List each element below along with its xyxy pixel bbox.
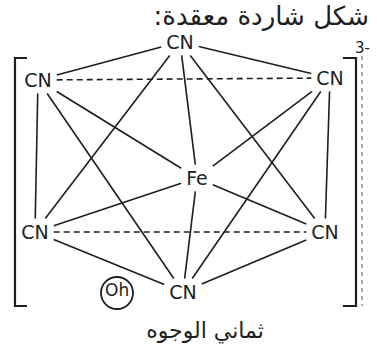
bond-line [213, 185, 306, 224]
symmetry-circle [101, 277, 133, 309]
bond-line [35, 93, 37, 218]
bond-line [199, 46, 312, 73]
margin-line [362, 56, 363, 306]
ligand-label: CN [163, 31, 196, 54]
bond-line [325, 91, 329, 218]
metal-atom: Fe [183, 167, 211, 190]
charge-label: 3- [355, 40, 370, 57]
heading: شكل شاردة معقدة: [154, 2, 369, 32]
node-text: Fe [186, 168, 208, 189]
shape-name: ثماني الوجوه [146, 318, 264, 343]
bond-line [54, 240, 165, 285]
node-text: CN [21, 222, 48, 243]
node-text: CN [24, 70, 51, 91]
bond-line [192, 91, 321, 278]
bond-line [45, 55, 169, 218]
right-bracket [343, 58, 356, 306]
left-bracket [15, 58, 27, 306]
bond-line [54, 183, 181, 225]
node-text: CN [316, 68, 343, 89]
ligand-label: CN [308, 221, 341, 244]
node-text: CN [311, 222, 338, 243]
bond-line [57, 47, 162, 75]
bond-line [202, 240, 307, 284]
bond-line [47, 93, 174, 278]
ligand-label: CN [21, 69, 54, 92]
bond-line [190, 55, 314, 218]
ligand-label: CN [166, 281, 199, 304]
bond-line [213, 91, 312, 166]
bond-line [185, 191, 196, 278]
bond-line [182, 55, 196, 164]
bond-line [57, 78, 312, 80]
node-text: CN [169, 282, 196, 303]
ligand-label: CN [18, 221, 51, 244]
bond-line [57, 92, 181, 169]
bond-line [54, 231, 307, 233]
ligand-label: CN [313, 67, 346, 90]
symmetry-label: Oh [105, 281, 129, 301]
node-text: CN [166, 32, 193, 53]
